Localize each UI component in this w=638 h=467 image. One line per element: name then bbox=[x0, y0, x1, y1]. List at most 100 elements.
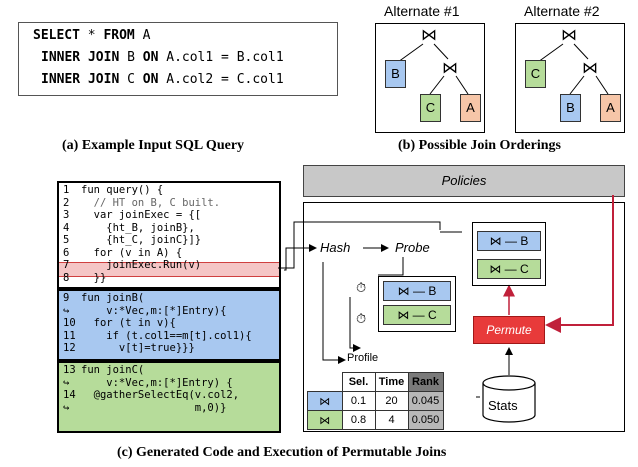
line-number: 11 bbox=[63, 329, 76, 342]
join-icon: ⋈ bbox=[421, 27, 437, 44]
alternate-1-title: Alternate #1 bbox=[384, 3, 460, 19]
relation-leaf: C bbox=[525, 60, 546, 88]
code-text: for (v in A) { bbox=[81, 246, 183, 259]
code-text: }} bbox=[81, 271, 107, 284]
line-number: 12 bbox=[63, 342, 76, 354]
line-number: 1 bbox=[63, 184, 70, 196]
code-line: ↪ v:*Vec,m:[*]Entry){ bbox=[63, 305, 226, 317]
code-line: ↪ m,0)} bbox=[63, 402, 226, 414]
code-line: 3 var joinExec = {[ bbox=[63, 209, 201, 221]
code-line: ↪ v:*Vec,m:[*]Entry) { bbox=[63, 377, 233, 389]
stats-database-icon bbox=[482, 375, 536, 423]
join-b-chip: ⋈ — B bbox=[383, 281, 451, 301]
code-line: 2 // HT on B, C built. bbox=[63, 197, 220, 209]
code-text: // HT on B, C built. bbox=[81, 196, 221, 209]
code-line: 10 for (t in v){ bbox=[63, 317, 176, 329]
sql-keyword: FROM bbox=[103, 28, 135, 43]
code-text: var joinExec = {[ bbox=[81, 209, 202, 221]
sql-keyword: ON bbox=[142, 72, 159, 87]
sql-keyword: ON bbox=[142, 50, 159, 65]
execution-panel bbox=[303, 202, 625, 432]
sql-query-box: SELECT * FROM A INNER JOIN B ON A.col1 =… bbox=[18, 22, 338, 96]
table-cell: 0.8 bbox=[341, 410, 376, 430]
relation-leaf: A bbox=[460, 94, 481, 122]
code-text: v[t]=true}}} bbox=[81, 342, 195, 354]
table-cell: 0.1 bbox=[341, 391, 376, 411]
sql-text: B bbox=[119, 50, 143, 65]
line-number: 2 bbox=[63, 196, 70, 209]
code-text: v:*Vec,m:[*]Entry) { bbox=[81, 376, 233, 389]
code-text: for (t in v){ bbox=[81, 317, 176, 329]
code-line: 1 fun query() { bbox=[63, 184, 163, 196]
code-line: 4 {ht_B, joinB}, bbox=[63, 222, 195, 234]
line-number: ↪ bbox=[63, 401, 70, 414]
caption-a: (a) Example Input SQL Query bbox=[62, 138, 245, 153]
sql-text: * bbox=[79, 28, 104, 43]
join-icon: ⋈ bbox=[307, 410, 343, 430]
line-number: ↪ bbox=[63, 376, 70, 389]
relation-leaf: B bbox=[560, 94, 581, 122]
line-number: 8 bbox=[63, 271, 70, 284]
policies-box: Policies bbox=[303, 165, 625, 197]
line-number: 4 bbox=[63, 221, 70, 234]
table-cell: 20 bbox=[374, 391, 409, 411]
join-icon: ⋈ bbox=[442, 60, 458, 77]
join-c-chip: ⋈ — C bbox=[383, 305, 451, 325]
hash-label: Hash bbox=[320, 240, 351, 255]
relation-leaf: C bbox=[420, 94, 441, 122]
code-text: m,0)} bbox=[81, 401, 227, 414]
code-line: 7 joinExec.Run(v) bbox=[63, 259, 201, 271]
sql-text: C bbox=[119, 72, 143, 87]
highlighted-line bbox=[59, 262, 279, 277]
table-row: ⋈ 0.1 20 0.045 bbox=[307, 391, 444, 411]
tree-edges bbox=[537, 43, 609, 95]
sql-text: A.col1 = B.col1 bbox=[158, 50, 284, 65]
stats-label: Stats bbox=[488, 398, 518, 413]
code-text: if (t.col1==m[t].col1){ bbox=[81, 329, 252, 342]
line-number: 10 bbox=[63, 317, 76, 329]
join-icon: ⋈ bbox=[307, 391, 343, 411]
sql-text: A.col2 = C.col1 bbox=[158, 72, 284, 87]
code-text: fun joinB( bbox=[81, 292, 145, 304]
code-line: 6 for (v in A) { bbox=[63, 247, 182, 259]
caption-c: (c) Generated Code and Execution of Perm… bbox=[117, 445, 447, 460]
alternate-2-title: Alternate #2 bbox=[524, 3, 600, 19]
table-row: ⋈ 0.8 4 0.050 bbox=[307, 410, 444, 430]
code-text: @gatherSelectEq(v.col2, bbox=[81, 389, 240, 401]
sql-line-3: INNER JOIN C ON A.col2 = C.col1 bbox=[41, 72, 284, 87]
relation-leaf: A bbox=[600, 94, 621, 122]
code-line: 9 fun joinB( bbox=[63, 292, 144, 304]
sql-keyword: INNER JOIN bbox=[41, 50, 120, 65]
relation-leaf: B bbox=[385, 60, 406, 88]
code-line: 5 {ht_C, joinC}]} bbox=[63, 234, 201, 246]
line-number: 3 bbox=[63, 209, 70, 221]
profile-label: Profile bbox=[347, 352, 379, 364]
join-icon: ⋈ bbox=[582, 60, 598, 77]
code-text: {ht_B, joinB}, bbox=[81, 221, 195, 234]
code-text: {ht_C, joinC}]} bbox=[81, 234, 202, 246]
join-chain-box: ⋈ — B ⋈ — C bbox=[472, 222, 546, 286]
tree-edges bbox=[397, 43, 469, 95]
sql-line-2: INNER JOIN B ON A.col1 = B.col1 bbox=[41, 50, 284, 65]
line-number: 14 bbox=[63, 389, 76, 401]
table-cell: 0.050 bbox=[407, 410, 444, 430]
line-number: 13 bbox=[63, 364, 76, 376]
joinB-code-block: 9 fun joinB(↪ v:*Vec,m:[*]Entry){10 for (… bbox=[57, 289, 281, 361]
sql-text: A bbox=[134, 28, 151, 43]
code-text: fun query() { bbox=[81, 184, 164, 196]
line-number: ↪ bbox=[63, 304, 70, 317]
line-number: 9 bbox=[63, 292, 70, 304]
join-tree-alternate-2: ⋈ ⋈ C B A bbox=[515, 23, 625, 133]
code-line: 11 if (t.col1==m[t].col1){ bbox=[63, 330, 252, 342]
join-pair-box: ⋈ — B ⋈ — C bbox=[378, 276, 456, 332]
line-number: 5 bbox=[63, 234, 70, 246]
line-number: 6 bbox=[63, 246, 70, 259]
code-line: 8 }} bbox=[63, 272, 106, 284]
sql-keyword: INNER JOIN bbox=[41, 72, 120, 87]
probe-label: Probe bbox=[395, 240, 430, 255]
line-number: 7 bbox=[63, 259, 70, 271]
join-b-chip: ⋈ — B bbox=[477, 231, 541, 251]
